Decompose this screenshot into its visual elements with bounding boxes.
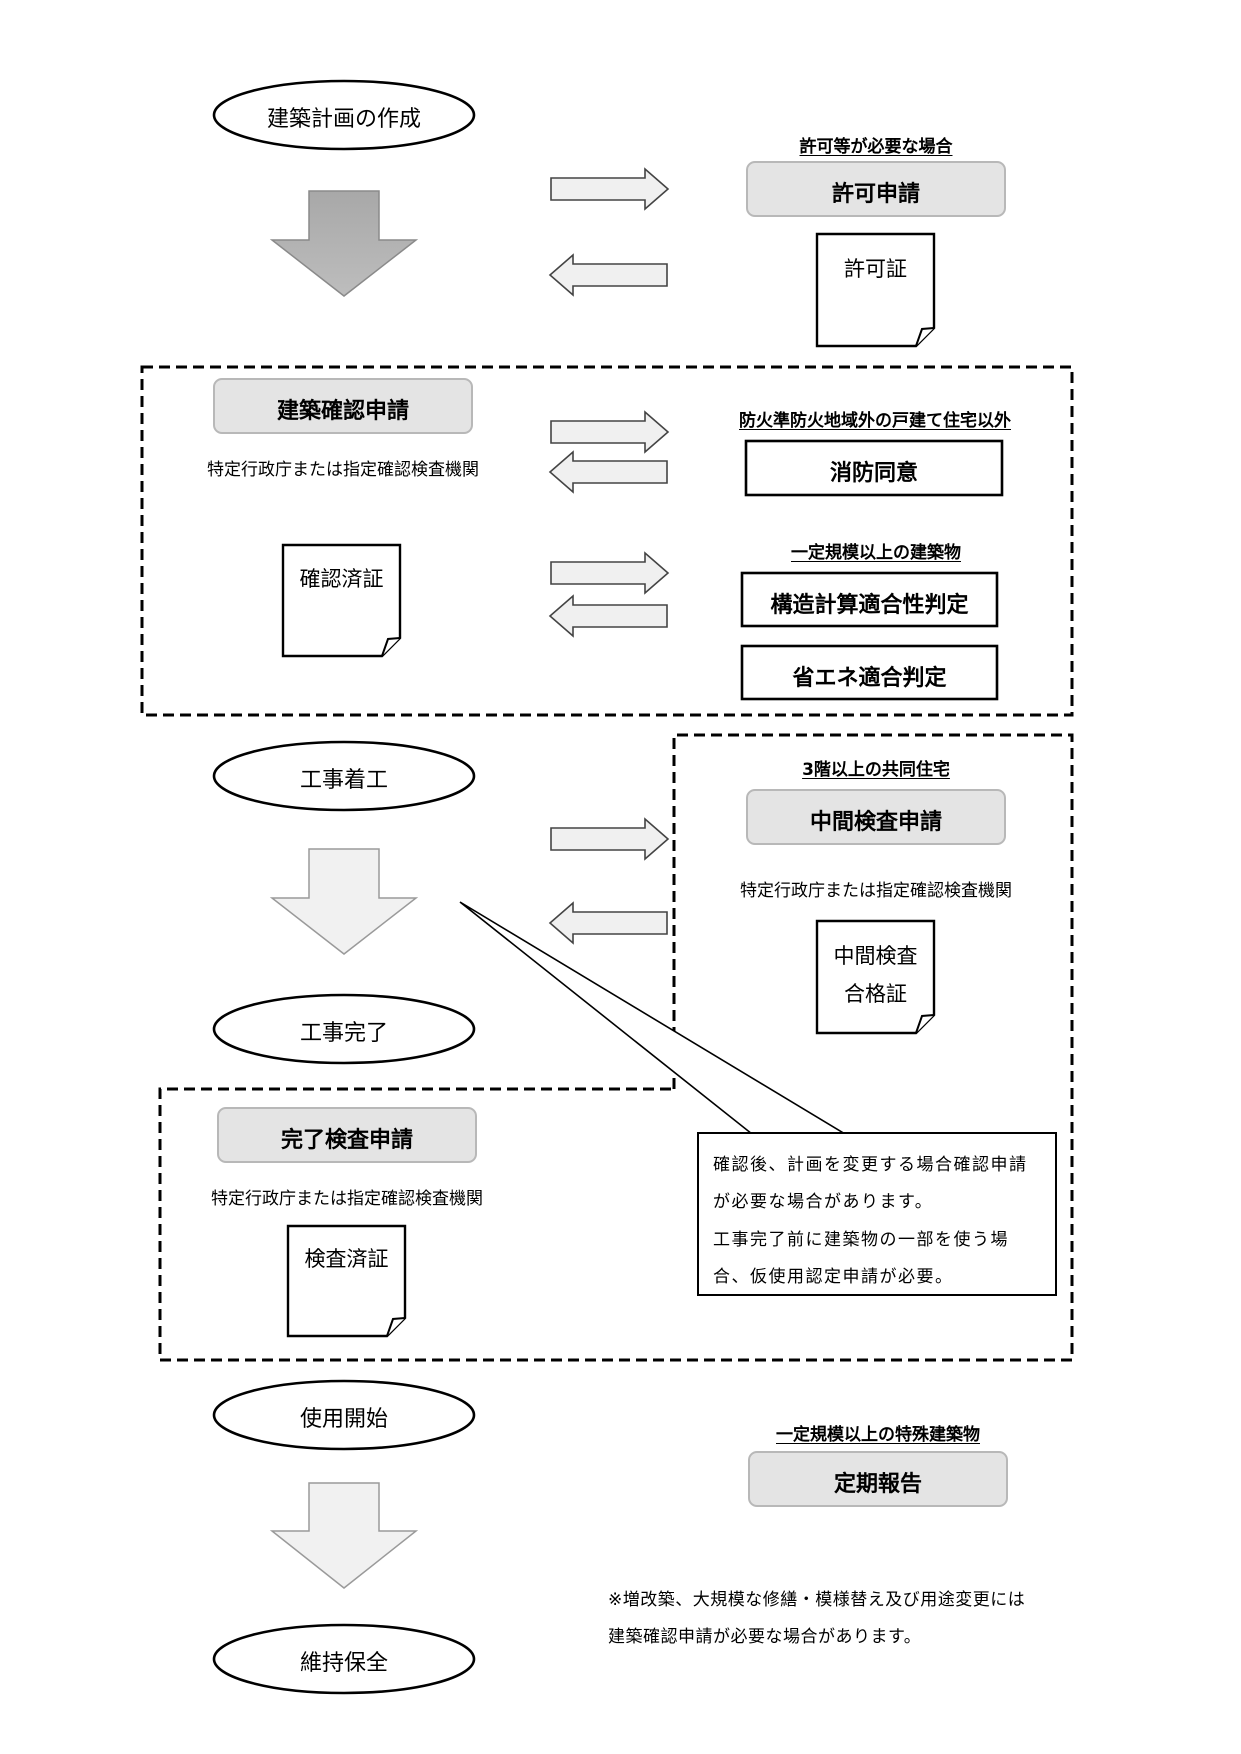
- permit-condition: 許可等が必要な場合: [799, 137, 953, 157]
- interim-authority: 特定行政庁または指定確認検査機関: [740, 881, 1012, 901]
- periodic-condition: 一定規模以上の特殊建築物: [776, 1425, 980, 1445]
- dashed-region-confirmation: [140, 365, 1074, 717]
- document-icon: [815, 232, 936, 348]
- right-arrow-icon: [550, 410, 670, 454]
- callout-box: [697, 1132, 1057, 1296]
- step-start-construction: 工事着工: [299, 768, 388, 793]
- final-application-label: 完了検査申請: [280, 1128, 413, 1153]
- permit-certificate-label: 許可証: [844, 257, 907, 281]
- document-icon: [281, 543, 402, 658]
- interim-condition: 3階以上の共同住宅: [802, 760, 950, 780]
- final-certificate-label: 検査済証: [304, 1247, 389, 1271]
- right-arrow-icon: [550, 817, 670, 861]
- box-periodic-report: [748, 1451, 1008, 1507]
- confirmation-certificate-label: 確認済証: [299, 567, 384, 591]
- document-icon: [286, 1224, 407, 1338]
- step-maintenance: 維持保全: [299, 1651, 388, 1676]
- final-authority: 特定行政庁または指定確認検査機関: [211, 1189, 483, 1209]
- down-arrow-icon: [269, 190, 419, 297]
- left-arrow-icon: [548, 253, 668, 297]
- structure-judgement-label: 構造計算適合性判定: [770, 593, 969, 618]
- step-completion: 工事完了: [299, 1021, 388, 1046]
- fire-condition: 防火準防火地域外の戸建て住宅以外: [739, 411, 1011, 431]
- down-arrow-icon: [269, 1482, 419, 1589]
- step-plan: 建築計画の作成: [266, 107, 421, 132]
- box-structure-judgement: [740, 571, 999, 628]
- footnote-line1: ※増改築、大規模な修繕・模様替え及び用途変更には: [608, 1590, 1026, 1610]
- confirmation-authority: 特定行政庁または指定確認検査機関: [207, 460, 479, 480]
- left-arrow-icon: [548, 594, 668, 638]
- permit-application-label: 許可申請: [831, 182, 920, 207]
- box-permit-application: [746, 161, 1006, 217]
- callout-line3: 工事完了前に建築物の一部を使う場: [713, 1230, 1009, 1250]
- ellipse-start-construction: [212, 740, 476, 812]
- callout-line1: 確認後、計画を変更する場合確認申請: [713, 1155, 1028, 1175]
- right-arrow-icon: [550, 167, 670, 211]
- right-arrow-icon: [550, 551, 670, 595]
- ellipse-plan: [212, 79, 476, 151]
- box-final-application: [217, 1107, 477, 1163]
- left-arrow-icon: [548, 901, 668, 945]
- periodic-report-label: 定期報告: [833, 1472, 922, 1497]
- callout-line4: 合、仮使用認定申請が必要。: [713, 1267, 954, 1287]
- box-energy-judgement: [740, 644, 999, 701]
- box-fire-consent: [744, 439, 1004, 497]
- confirmation-application-label: 建築確認申請: [276, 399, 409, 424]
- dashed-region-inspection: [158, 733, 1074, 1362]
- step-start-use: 使用開始: [299, 1407, 388, 1432]
- callout-pointer: [459, 901, 848, 1135]
- interim-certificate-line2: 合格証: [844, 982, 907, 1006]
- structure-condition: 一定規模以上の建築物: [791, 543, 961, 563]
- interim-certificate-line1: 中間検査: [833, 944, 918, 968]
- fire-consent-label: 消防同意: [829, 461, 918, 486]
- ellipse-completion: [212, 993, 476, 1065]
- down-arrow-icon: [269, 848, 419, 955]
- footnote-line2: 建築確認申請が必要な場合があります。: [608, 1627, 922, 1647]
- left-arrow-icon: [548, 450, 668, 494]
- ellipse-start-use: [212, 1379, 476, 1451]
- ellipse-maintenance: [212, 1623, 476, 1695]
- box-interim-application: [746, 789, 1006, 845]
- document-icon: [815, 919, 936, 1035]
- callout-line2: が必要な場合があります。: [713, 1192, 934, 1212]
- interim-application-label: 中間検査申請: [809, 810, 942, 835]
- box-confirmation-application: [213, 378, 473, 434]
- energy-judgement-label: 省エネ適合判定: [792, 666, 947, 691]
